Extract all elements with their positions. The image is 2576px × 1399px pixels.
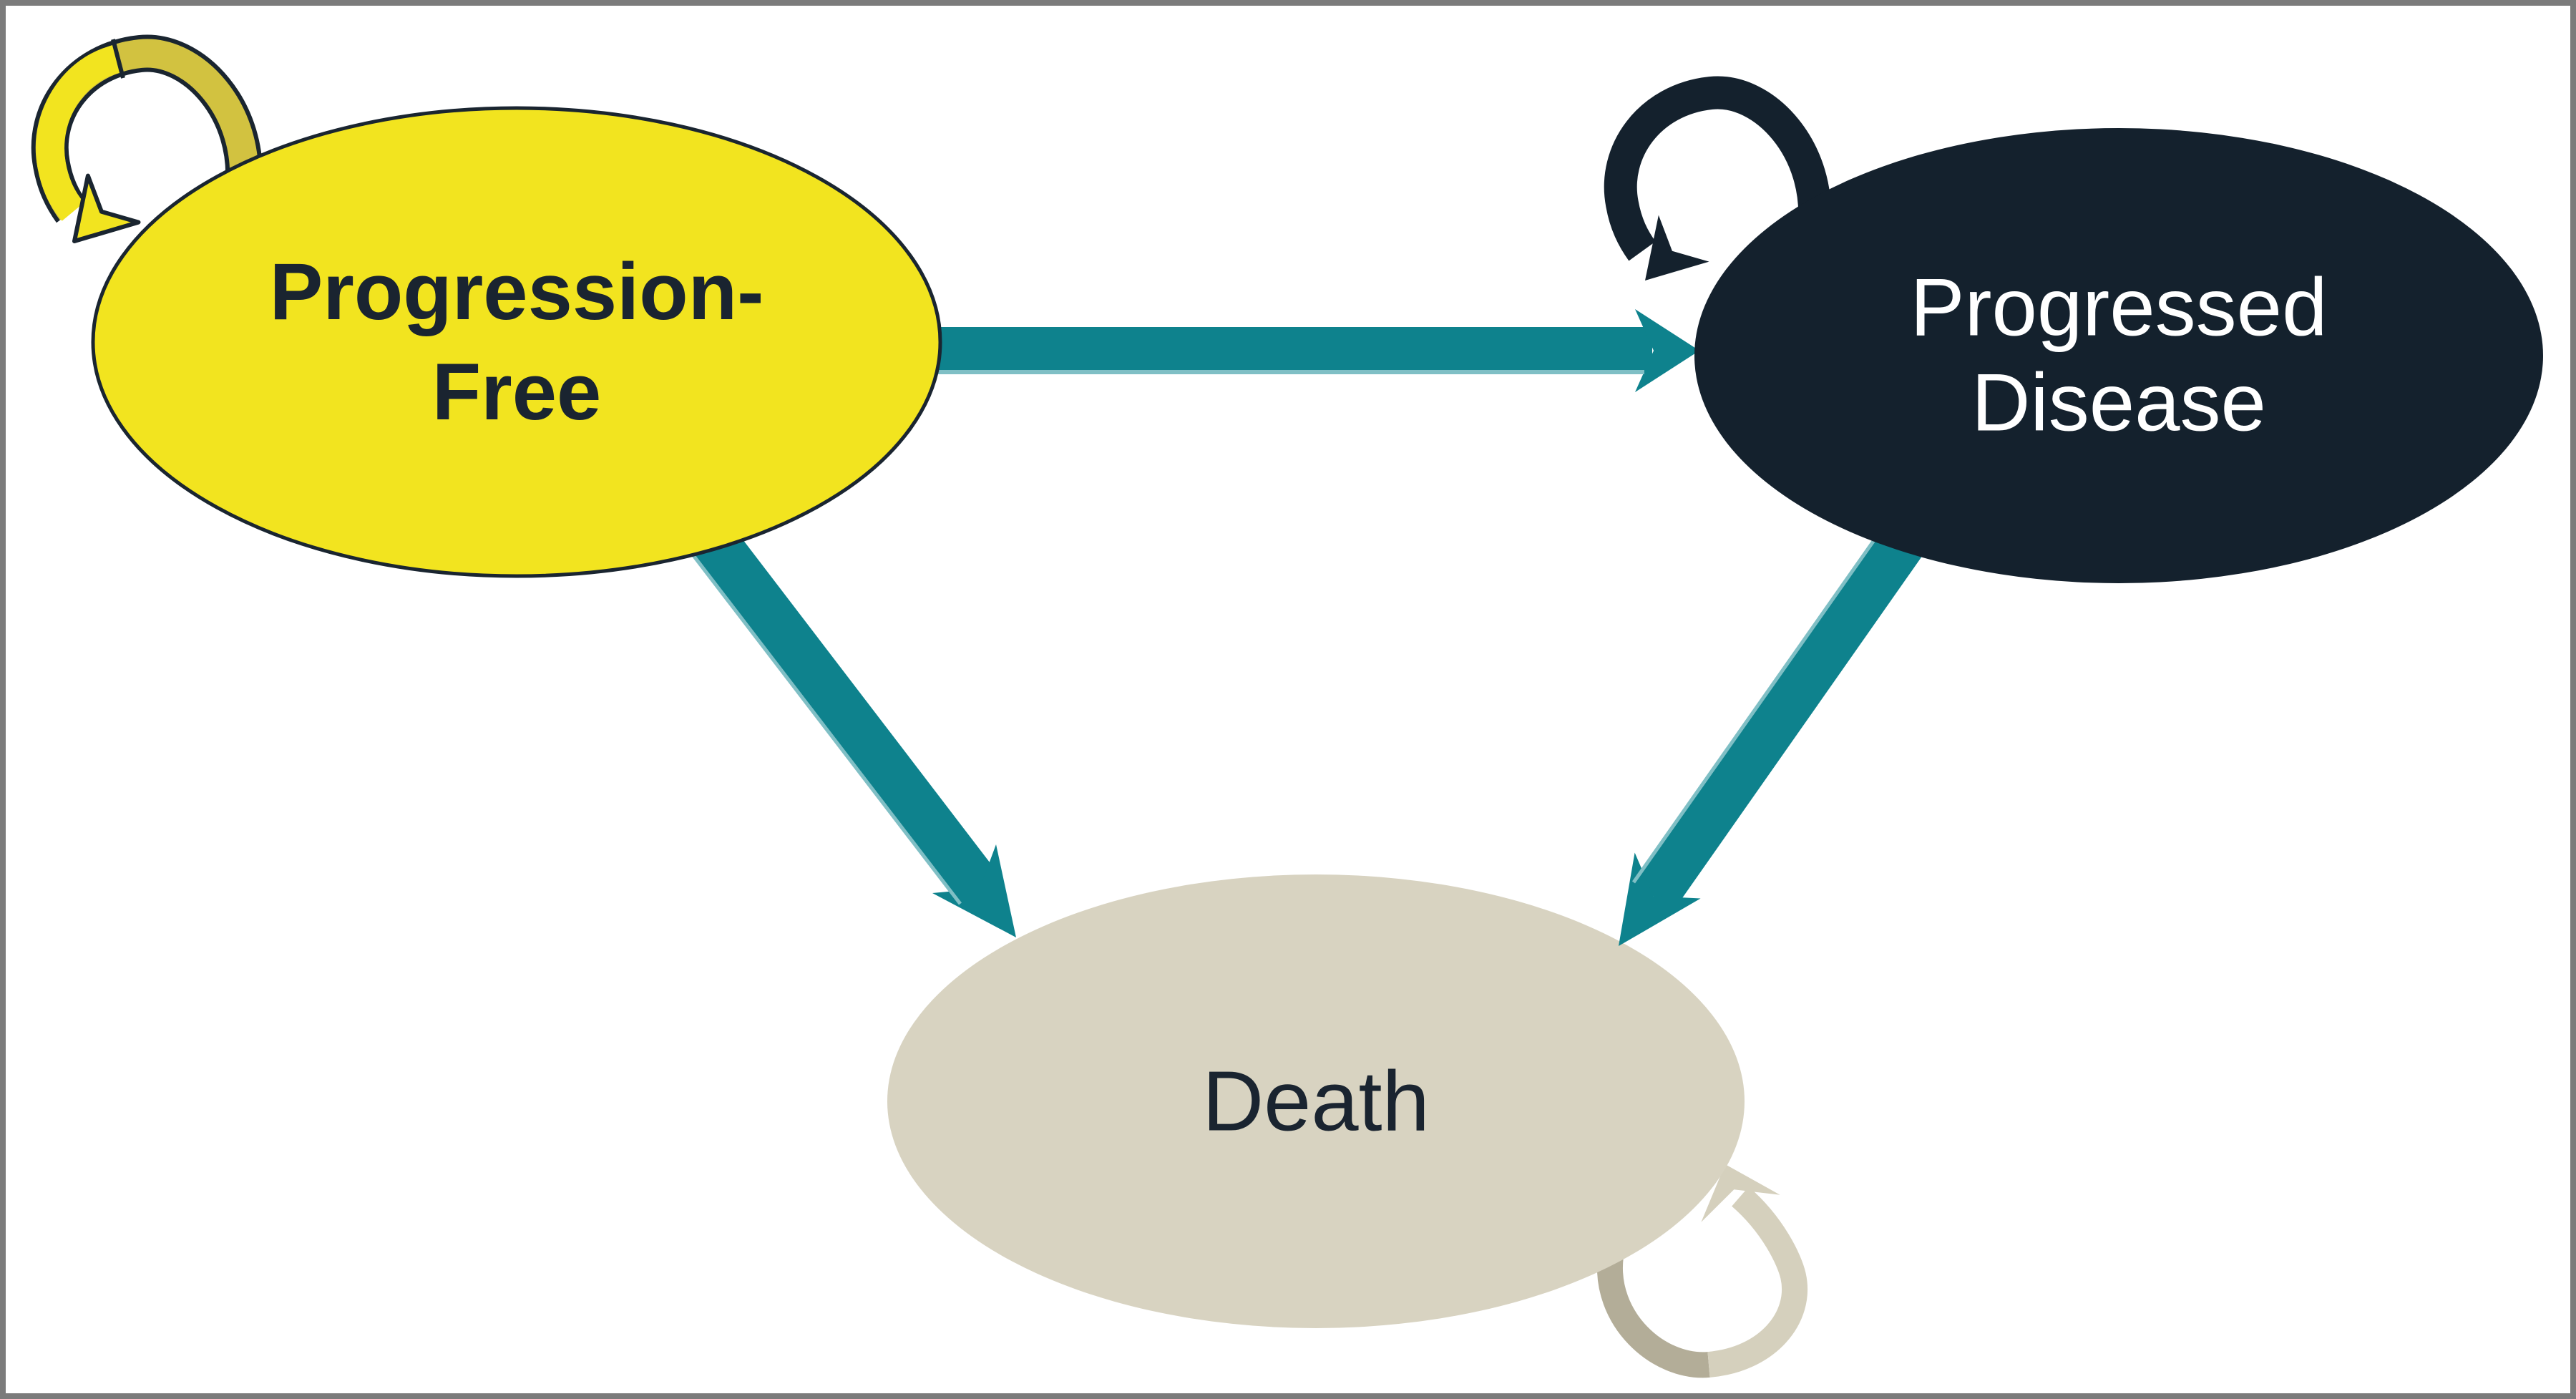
state-progression-free [91,106,942,578]
state-label-progression-free: Progression- Free [270,242,764,442]
pf-loop-arrowhead-icon [72,173,141,243]
state-progressed-disease [1694,128,2543,583]
arrow-pd-death-shaft [1634,514,1933,910]
arrow-pf-death-head-icon [932,844,1016,937]
arrow-pf-pd-shaft [903,327,1652,374]
self-loop-progressed-disease-icon [1604,76,1832,281]
death-line1: Death [1202,1053,1430,1149]
arrow-pf-death-highlight [663,517,962,905]
arrow-pf-death-shaft [665,488,999,904]
death-loop-arrowhead-icon [1701,1164,1780,1222]
progression-free-line1: Progression- [269,247,764,336]
state-death [887,874,1745,1328]
arrow-progression-free-to-death [663,488,1016,937]
progression-free-line2: Free [431,347,602,437]
progressed-disease-line1: Progressed [1910,262,2328,354]
arrow-pd-death-highlight [1631,512,1895,884]
death-loop-band-shaded [1596,1254,1710,1378]
state-label-progressed-disease: Progressed Disease [1911,260,2328,452]
pd-loop-band [1604,76,1832,261]
state-label-death: Death [1202,1053,1430,1151]
arrow-progressed-disease-to-death [1619,512,1933,946]
self-loop-progression-free-icon [31,34,263,243]
pd-loop-arrowhead-icon [1645,215,1709,281]
arrow-pf-pd-head-icon [1635,309,1699,392]
self-loop-death-icon [1596,1164,1807,1378]
arrow-progression-free-to-progressed-disease [903,309,1699,392]
death-loop-band-light [1707,1186,1807,1378]
progressed-disease-line2: Disease [1971,358,2266,449]
pf-loop-band-bright [36,44,122,221]
pf-loop-seam [111,39,125,79]
